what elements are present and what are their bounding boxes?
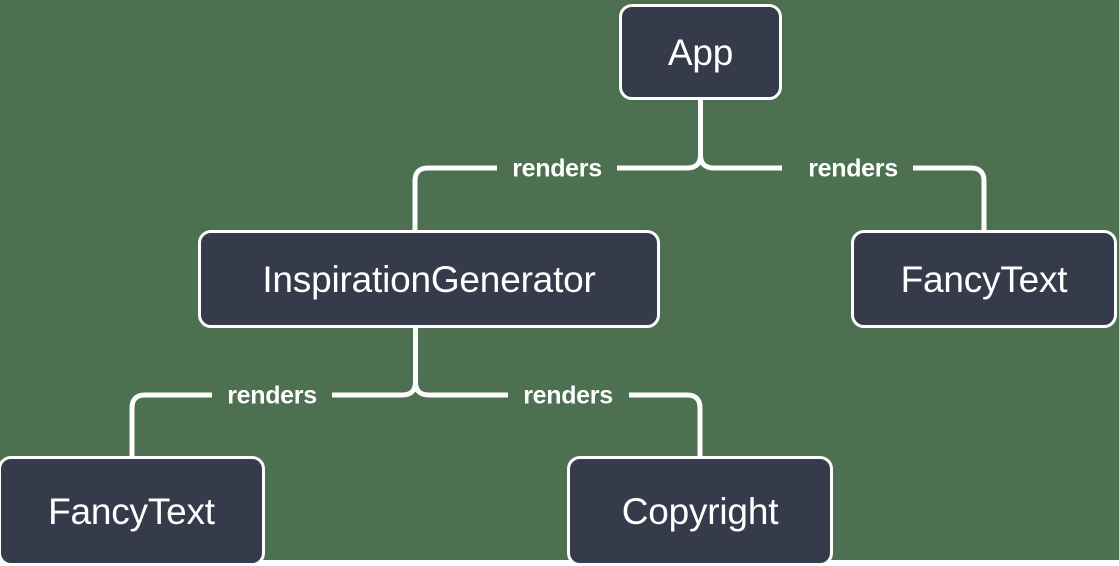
edge-label-inspiration-to-copyright: renders bbox=[523, 381, 613, 410]
node-app-label: App bbox=[667, 31, 734, 73]
edge-app-to-inspiration-elbow bbox=[412, 165, 429, 230]
node-copyright[interactable]: Copyright bbox=[567, 456, 833, 566]
node-inspiration-generator-label: InspirationGenerator bbox=[262, 258, 596, 300]
edge-label-app-to-inspiration: renders bbox=[512, 154, 602, 183]
node-copyright-label: Copyright bbox=[621, 490, 779, 532]
edge-app-junction-right bbox=[698, 154, 715, 171]
node-fancytext-bottom[interactable]: FancyText bbox=[0, 456, 265, 566]
node-inspiration-generator[interactable]: InspirationGenerator bbox=[198, 230, 660, 328]
node-fancytext-bottom-label: FancyText bbox=[48, 490, 215, 532]
node-app[interactable]: App bbox=[619, 4, 782, 100]
edge-inspiration-junction-right bbox=[413, 381, 430, 398]
edge-label-inspiration-to-fancytext: renders bbox=[227, 381, 317, 410]
node-fancytext-right-label: FancyText bbox=[900, 258, 1068, 300]
edge-inspiration-to-fancytext-elbow bbox=[129, 392, 146, 456]
edge-app-to-fancytext-elbow bbox=[970, 165, 987, 230]
edge-inspiration-to-copyright-elbow bbox=[686, 392, 703, 456]
edge-label-app-to-fancytext: renders bbox=[808, 154, 898, 183]
node-fancytext-right[interactable]: FancyText bbox=[851, 230, 1117, 328]
